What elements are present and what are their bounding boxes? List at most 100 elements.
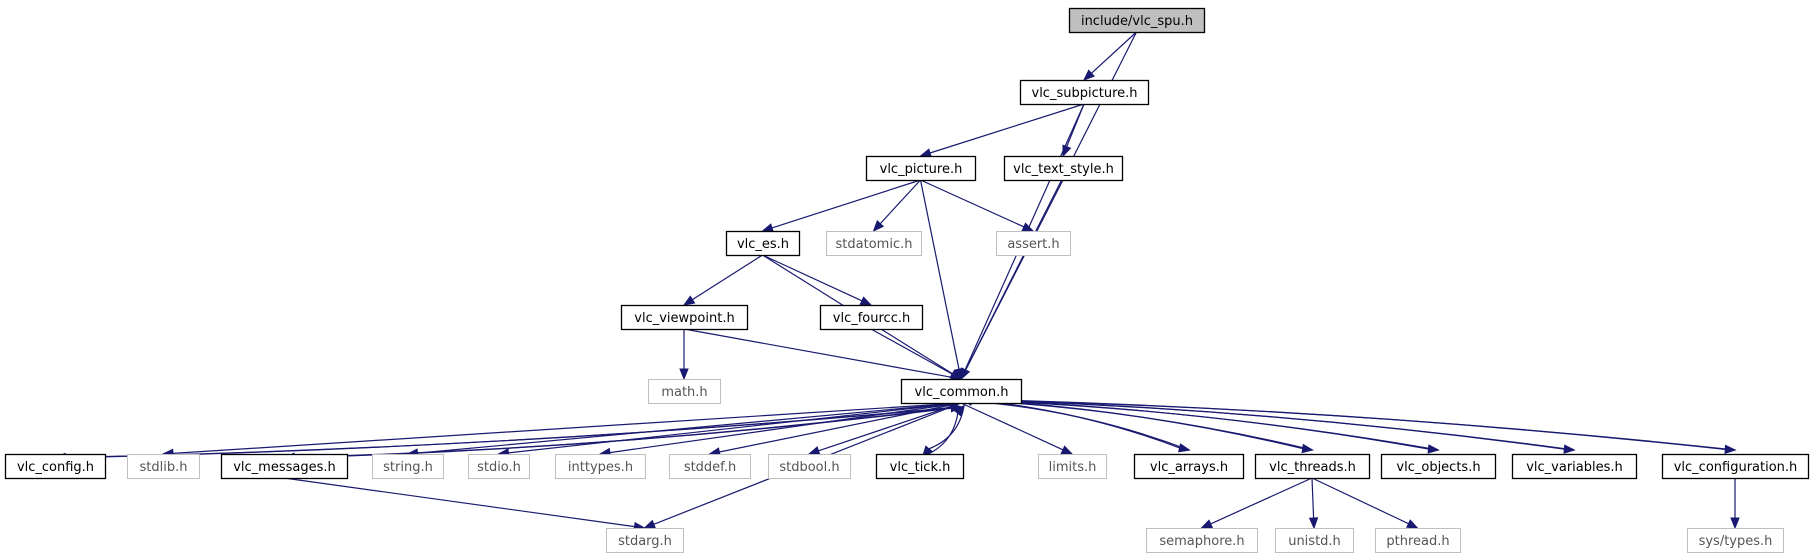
node-vlc-picture[interactable]: vlc_picture.h — [865, 155, 977, 182]
nodes-layer: include/vlc_spu.h vlc_subpicture.h vlc_pic… — [4, 7, 1810, 553]
node-vlc-configuration[interactable]: vlc_configuration.h — [1661, 453, 1810, 480]
node-vlc-es[interactable]: vlc_es.h — [725, 230, 801, 257]
node-box — [725, 230, 801, 257]
node-box — [1380, 453, 1497, 480]
node-box — [826, 231, 922, 256]
node-label: limits.h — [1049, 460, 1097, 475]
edge-vlc_common-to-string — [417, 402, 962, 454]
arrowhead-vlc_tick-to-vlc_common — [953, 404, 965, 417]
node-vlc-messages[interactable]: vlc_messages.h — [220, 453, 349, 480]
node-vlc-tick[interactable]: vlc_tick.h — [875, 453, 965, 480]
edge-vlc_common-to-vlc_objects — [961, 398, 1429, 450]
node-vlc-variables[interactable]: vlc_variables.h — [1511, 453, 1638, 480]
node-label: vlc_arrays.h — [1150, 460, 1228, 475]
arrowhead-vlc_picture-to-assert — [1021, 222, 1035, 232]
arrowhead-vlc_threads-to-pthread — [1406, 519, 1419, 529]
edge-vlc_text_style-to-vlc_common — [965, 179, 1064, 371]
node-label: stdatomic.h — [836, 237, 913, 252]
arrowhead-vlc_threads-to-semaphore — [1200, 519, 1214, 529]
node-box — [555, 454, 646, 479]
node-box — [1254, 453, 1371, 480]
node-box — [220, 453, 349, 480]
arrowhead-vlc_threads-to-unistd — [1308, 517, 1319, 530]
arrowhead-vlc_picture-to-vlc_es — [761, 223, 774, 233]
edge-vlc_threads-to-unistd — [1311, 477, 1315, 519]
node-vlc-text-style[interactable]: vlc_text_style.h — [1003, 155, 1124, 182]
node-stdio: stdio.h — [468, 454, 530, 479]
arrowhead-vlc_picture-to-stdatomic — [872, 220, 885, 232]
edge-vlc_fourcc-to-vlc_common — [870, 328, 953, 375]
node-box — [875, 453, 965, 480]
node-label: stddef.h — [684, 460, 736, 475]
node-box — [1003, 155, 1124, 182]
node-vlc-threads[interactable]: vlc_threads.h — [1254, 453, 1371, 480]
node-box — [127, 454, 200, 479]
node-label: inttypes.h — [568, 460, 633, 475]
node-vlc-spu[interactable]: include/vlc_spu.h — [1068, 7, 1206, 34]
node-label: vlc_text_style.h — [1013, 162, 1114, 177]
arrowhead-vlc_configuration-to-sys_types — [1730, 517, 1740, 530]
node-limits: limits.h — [1038, 454, 1107, 479]
node-inttypes: inttypes.h — [555, 454, 646, 479]
node-box — [768, 454, 851, 479]
node-label: semaphore.h — [1159, 534, 1244, 549]
node-vlc-common[interactable]: vlc_common.h — [900, 378, 1023, 405]
edge-vlc_common-to-stdio — [508, 402, 962, 454]
edge-vlc_common-to-vlc_arrays — [961, 398, 1180, 449]
node-box — [669, 454, 751, 479]
node-stdbool: stdbool.h — [768, 454, 851, 479]
node-vlc-arrays[interactable]: vlc_arrays.h — [1133, 453, 1245, 480]
node-box — [1661, 453, 1810, 480]
node-label: vlc_messages.h — [233, 460, 336, 475]
node-vlc-fourcc[interactable]: vlc_fourcc.h — [819, 304, 924, 331]
node-label: assert.h — [1007, 237, 1059, 252]
edge-vlc_spu-to-vlc_subpicture — [1090, 31, 1137, 74]
node-box — [1146, 528, 1258, 553]
node-label: pthread.h — [1386, 534, 1449, 549]
edge-vlc_common-to-limits — [960, 402, 1064, 451]
arrowhead-vlc_fourcc-to-vlc_common — [949, 369, 963, 380]
arrowhead-vlc_common-to-stdbool — [807, 446, 821, 456]
arrowhead-vlc_es-to-vlc_fourcc — [859, 296, 873, 306]
edge-vlc_common-to-vlc_configuration — [961, 398, 1726, 450]
edge-vlc_es-to-vlc_viewpoint — [692, 254, 763, 301]
node-vlc-subpicture[interactable]: vlc_subpicture.h — [1019, 79, 1150, 106]
node-box — [900, 378, 1023, 405]
edge-vlc_common-to-stdlib — [172, 402, 962, 454]
arrowhead-vlc_subpicture-to-vlc_text_style — [1062, 144, 1072, 158]
edge-vlc_variables-to-vlc_common — [971, 399, 1575, 451]
node-label: vlc_common.h — [915, 385, 1009, 400]
node-stdlib: stdlib.h — [127, 454, 200, 479]
node-label: unistd.h — [1288, 534, 1341, 549]
node-box — [1687, 528, 1784, 553]
node-box — [606, 528, 684, 553]
node-box — [1375, 528, 1461, 553]
node-vlc-objects[interactable]: vlc_objects.h — [1380, 453, 1497, 480]
edge-vlc_subpicture-to-vlc_picture — [929, 103, 1085, 154]
node-vlc-config[interactable]: vlc_config.h — [4, 453, 107, 480]
arrowhead-vlc_spu-to-vlc_subpicture — [1083, 69, 1095, 81]
node-box — [1068, 7, 1206, 34]
node-stdatomic: stdatomic.h — [826, 231, 922, 256]
edge-vlc_picture-to-assert — [920, 179, 1025, 228]
edge-vlc_threads-to-pthread — [1311, 477, 1409, 525]
node-box — [1275, 528, 1354, 553]
node-box — [372, 454, 444, 479]
node-vlc-viewpoint[interactable]: vlc_viewpoint.h — [620, 304, 749, 331]
node-string: string.h — [372, 454, 444, 479]
node-label: sys/types.h — [1699, 534, 1773, 549]
edge-vlc_picture-to-vlc_es — [771, 179, 921, 229]
node-stddef: stddef.h — [669, 454, 751, 479]
node-label: vlc_tick.h — [890, 460, 951, 475]
edge-vlc_viewpoint-to-vlc_common — [683, 328, 952, 378]
node-label: stdbool.h — [779, 460, 839, 475]
node-sys-types: sys/types.h — [1687, 528, 1784, 553]
node-label: stdio.h — [477, 460, 521, 475]
node-box — [819, 304, 924, 331]
node-label: vlc_threads.h — [1269, 460, 1356, 475]
edge-vlc_common-to-stdbool — [818, 402, 962, 452]
edge-vlc_picture-to-vlc_common — [919, 179, 960, 370]
node-label: vlc_configuration.h — [1674, 460, 1798, 475]
arrowhead-vlc_text_style-to-vlc_common — [960, 367, 970, 381]
